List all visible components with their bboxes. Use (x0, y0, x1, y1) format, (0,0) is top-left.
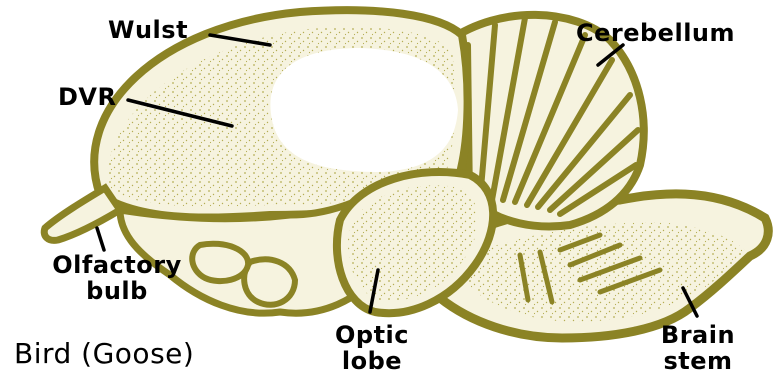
label-olfactory-line2: bulb (22, 278, 212, 304)
caption: Bird (Goose) (14, 338, 194, 370)
label-wulst: Wulst (108, 17, 188, 43)
label-brain-stem-line1: Brain (638, 322, 758, 348)
label-optic-line2: lobe (322, 348, 422, 374)
pituitary-shape (244, 259, 295, 304)
label-olfactory-bulb: Olfactory bulb (22, 252, 212, 304)
label-cerebellum: Cerebellum (576, 20, 735, 46)
label-olfactory-line1: Olfactory (22, 252, 212, 278)
label-optic-lobe: Optic lobe (322, 322, 422, 374)
label-optic-line1: Optic (322, 322, 422, 348)
olfactory-bulb-shape (44, 188, 120, 240)
label-brain-stem-line2: stem (638, 348, 758, 374)
hyperpallium-outline (270, 48, 458, 172)
label-brain-stem: Brain stem (638, 322, 758, 374)
olfactory-leader (97, 228, 104, 250)
label-dvr: DVR (58, 84, 116, 110)
